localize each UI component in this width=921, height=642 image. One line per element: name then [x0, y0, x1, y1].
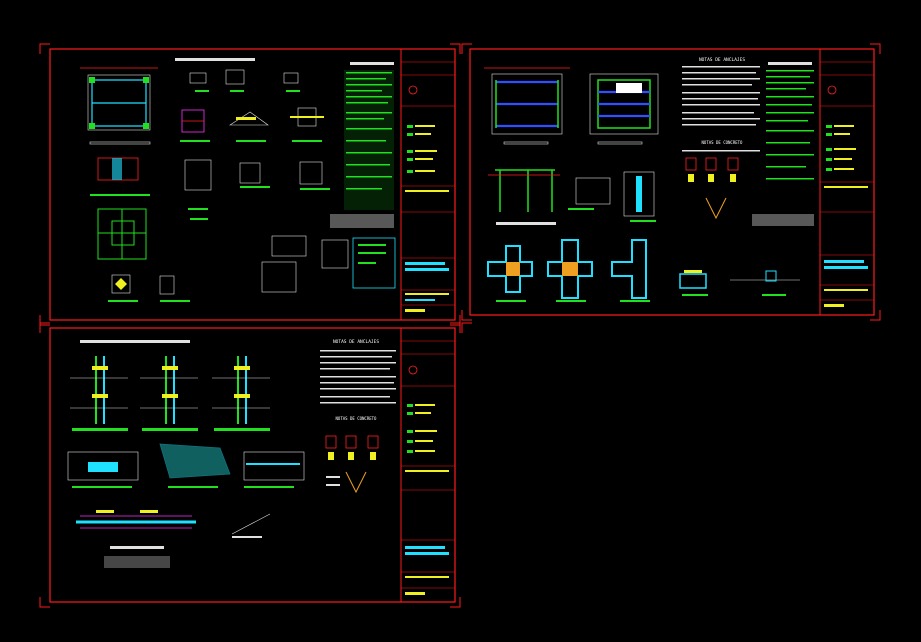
wall-section-b	[140, 356, 198, 431]
notes-title-2: NOTAS DE ANCLAJES	[699, 57, 745, 63]
title-block-2	[819, 48, 875, 316]
schedule-tables-1	[261, 235, 396, 293]
notes-2: NOTAS DE ANCLAJES NOTAS DE CONCRETO	[682, 57, 814, 226]
framing-plan-2	[484, 67, 659, 145]
notes-subtitle-3: NOTAS DE CONCRETO	[336, 416, 378, 421]
title-block-3	[400, 327, 456, 603]
anchor-details-2	[685, 157, 739, 220]
sheet-2: NOTAS DE ANCLAJES NOTAS DE CONCRETO	[461, 43, 881, 321]
column-section-1	[90, 157, 330, 196]
sheet-3: NOTAS DE ANCLAJES NOTAS DE CONCRETO	[39, 322, 461, 608]
sheet-1	[39, 43, 461, 326]
general-notes-1	[330, 62, 394, 228]
notes-title-3: NOTAS DE ANCLAJES	[333, 339, 379, 345]
notes-3: NOTAS DE ANCLAJES NOTAS DE CONCRETO	[320, 339, 396, 494]
frame-elevation-2	[488, 169, 656, 225]
notes-subtitle-2: NOTAS DE CONCRETO	[702, 140, 744, 145]
wall-sections-3	[70, 340, 270, 431]
wall-section-c	[212, 356, 270, 431]
deck-details-3	[67, 443, 305, 488]
beam-detail-3	[76, 510, 271, 568]
joint-details-2	[487, 239, 800, 302]
title-block-1	[400, 48, 456, 321]
footing-details-1	[175, 58, 324, 142]
foundation-plan-1	[80, 67, 158, 145]
slab-detail-1	[97, 208, 208, 302]
anchor-details-3	[325, 435, 379, 494]
wall-section-a	[70, 356, 128, 431]
